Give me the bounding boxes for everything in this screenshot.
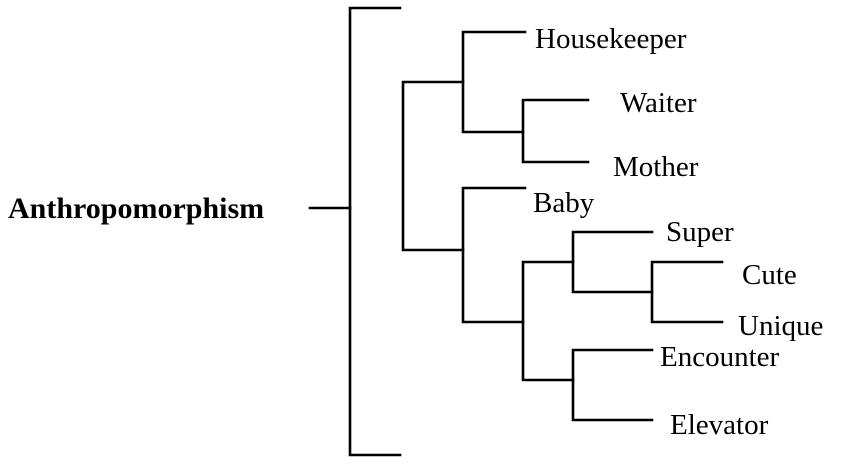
branch-waiter-mother — [521, 98, 590, 164]
leaf-label-housekeeper: Housekeeper — [535, 23, 687, 55]
leaf-label-cute: Cute — [742, 259, 797, 291]
leaf-label-super: Super — [666, 216, 734, 248]
branch-level1 — [401, 80, 465, 252]
leaf-label-encounter: Encounter — [660, 341, 780, 373]
leaf-label-unique: Unique — [738, 310, 823, 342]
root-label: Anthropomorphism — [8, 192, 264, 225]
leaf-label-elevator: Elevator — [670, 409, 769, 441]
branch-encounter-elevator — [571, 348, 654, 422]
branch-lower — [461, 186, 527, 324]
branch-upper — [461, 30, 527, 134]
root-bracket — [348, 6, 402, 457]
leaf-label-waiter: Waiter — [620, 87, 697, 119]
branch-super — [571, 230, 654, 294]
leaf-label-mother: Mother — [613, 151, 699, 183]
branch-lower-sub — [521, 260, 575, 382]
branch-cute-unique — [650, 260, 724, 324]
leaf-label-baby: Baby — [533, 187, 595, 219]
